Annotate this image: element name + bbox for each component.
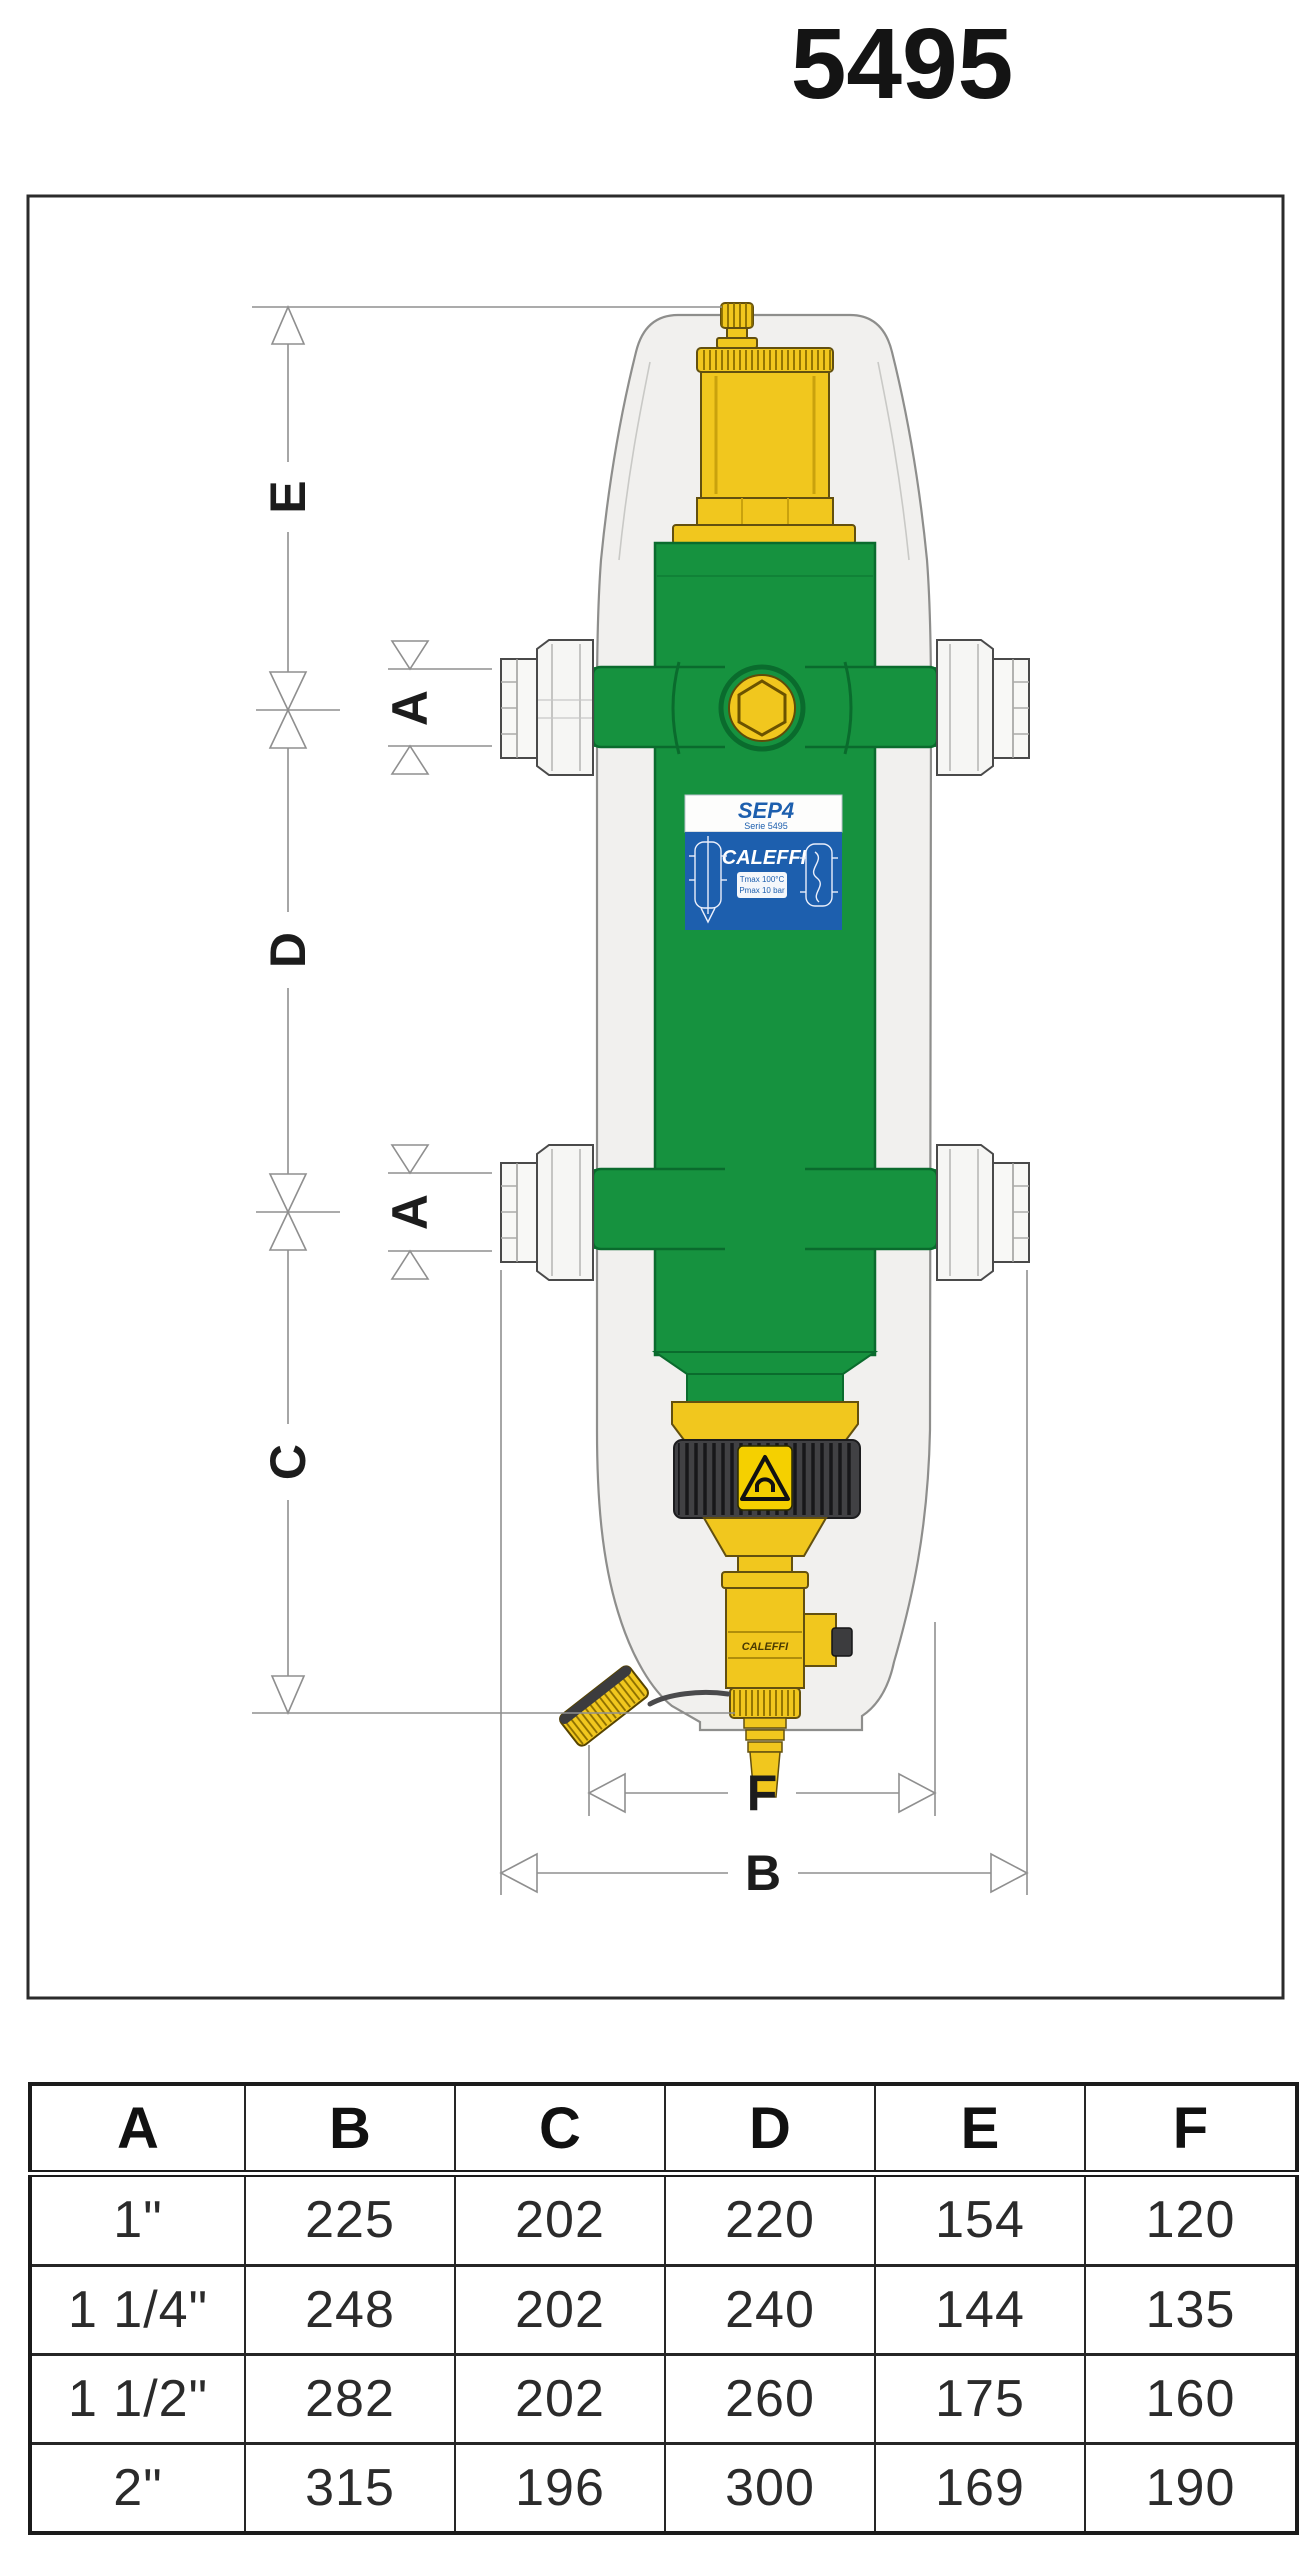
product-label: SEP4 Serie 5495 CALEFFI Tmax 100°C Pmax … [684, 794, 843, 930]
table-cell: 196 [454, 2441, 665, 2533]
label-tmax: Tmax 100°C [740, 875, 785, 884]
table-header-cell: C [454, 2084, 665, 2177]
table-header-cell: B [244, 2084, 455, 2177]
magnet-warning-icon [737, 1445, 793, 1511]
technical-drawing: 5495 [26, 8, 1285, 2000]
dim-label-c: C [260, 1444, 316, 1480]
table-cell: 1 1/4" [30, 2263, 245, 2355]
table-cell: 202 [454, 2352, 665, 2444]
dimension-annotations [252, 304, 1029, 1895]
table-cell: 120 [1084, 2173, 1297, 2266]
table-header-cell: D [664, 2084, 875, 2177]
drain-handle [559, 1665, 649, 1747]
air-vent-valve [672, 302, 856, 545]
table-cell: 2" [30, 2441, 245, 2533]
label-diagram-left [689, 836, 727, 924]
page-title: 5495 [791, 8, 1013, 120]
table-cell: 240 [664, 2263, 875, 2355]
table-cell: 135 [1084, 2263, 1297, 2355]
table-header-cell: F [1084, 2084, 1297, 2177]
table-cell: 220 [664, 2173, 875, 2266]
table-cell: 202 [454, 2173, 665, 2266]
table-cell: 169 [874, 2441, 1085, 2533]
table-cell: 1 1/2" [30, 2352, 245, 2444]
table-cell: 315 [244, 2441, 455, 2533]
table-cell: 225 [244, 2173, 455, 2266]
hex-plug [728, 674, 796, 742]
table-cell: 282 [244, 2352, 455, 2444]
table-cell: 1" [113, 2191, 163, 2250]
label-pmax: Pmax 10 bar [739, 886, 785, 895]
dim-label-f: F [747, 1765, 778, 1821]
table-cell: 300 [664, 2441, 875, 2533]
table-cell: 144 [874, 2263, 1085, 2355]
dim-label-d: D [260, 932, 316, 968]
drain-valve-brand: CALEFFI [742, 1641, 789, 1653]
dim-label-b: B [745, 1845, 781, 1901]
label-series: Serie 5495 [744, 821, 788, 831]
table-cell: 248 [244, 2263, 455, 2355]
table-cell: 260 [664, 2352, 875, 2444]
table-cell: 154 [874, 2173, 1085, 2266]
drain-assembly: CALEFFI [559, 1401, 861, 1798]
label-diagram-right [800, 843, 838, 907]
table-header-cell: A [30, 2084, 245, 2177]
table-cell: 175 [874, 2352, 1085, 2444]
label-product-name: SEP4 [738, 798, 794, 823]
dim-label-e: E [260, 480, 316, 513]
table-cell: 160 [1084, 2352, 1297, 2444]
dim-label-a-upper: A [382, 690, 438, 726]
label-brand: CALEFFI [722, 847, 807, 869]
table-header-cell: E [874, 2084, 1085, 2177]
union-connections [500, 639, 1030, 1281]
dim-label-a-lower: A [382, 1194, 438, 1230]
dimension-letters: E D C A A F B [260, 480, 781, 1901]
table-cell: 190 [1084, 2441, 1297, 2533]
table-cell: 202 [454, 2263, 665, 2355]
